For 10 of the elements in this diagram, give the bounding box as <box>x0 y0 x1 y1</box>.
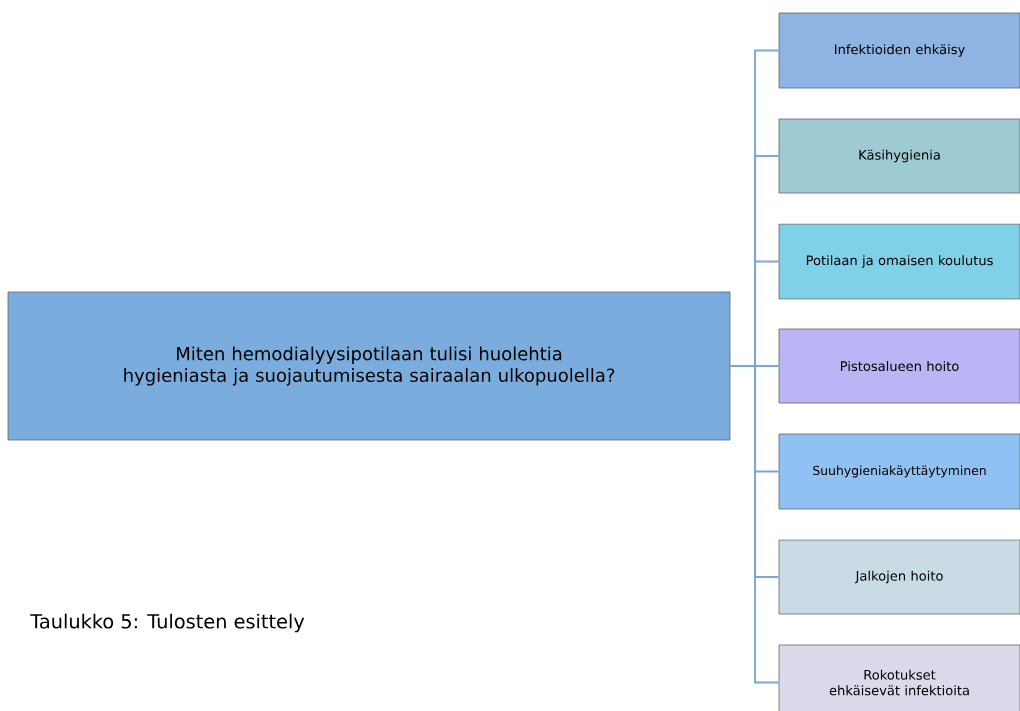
topic-box: Potilaan ja omaisen koulutus <box>778 223 1020 300</box>
topic-box: Pistosalueen hoito <box>778 328 1020 404</box>
topic-box: Käsihygienia <box>778 118 1020 194</box>
topic-box: Rokotukset ehkäisevät infektioita <box>778 644 1020 711</box>
topic-box: Jalkojen hoito <box>778 539 1020 615</box>
caption: Taulukko 5: Tulosten esittely <box>30 613 305 633</box>
question-box: Miten hemodialyysipotilaan tulisi huolehtia hygieniasta ja suojautumisesta sairaalan ulkopuolella? <box>7 291 731 441</box>
topic-box: Suuhygieniakäyttäytyminen <box>778 433 1020 510</box>
connector-line <box>729 365 780 684</box>
topic-box: Infektioiden ehkäisy <box>778 12 1020 89</box>
